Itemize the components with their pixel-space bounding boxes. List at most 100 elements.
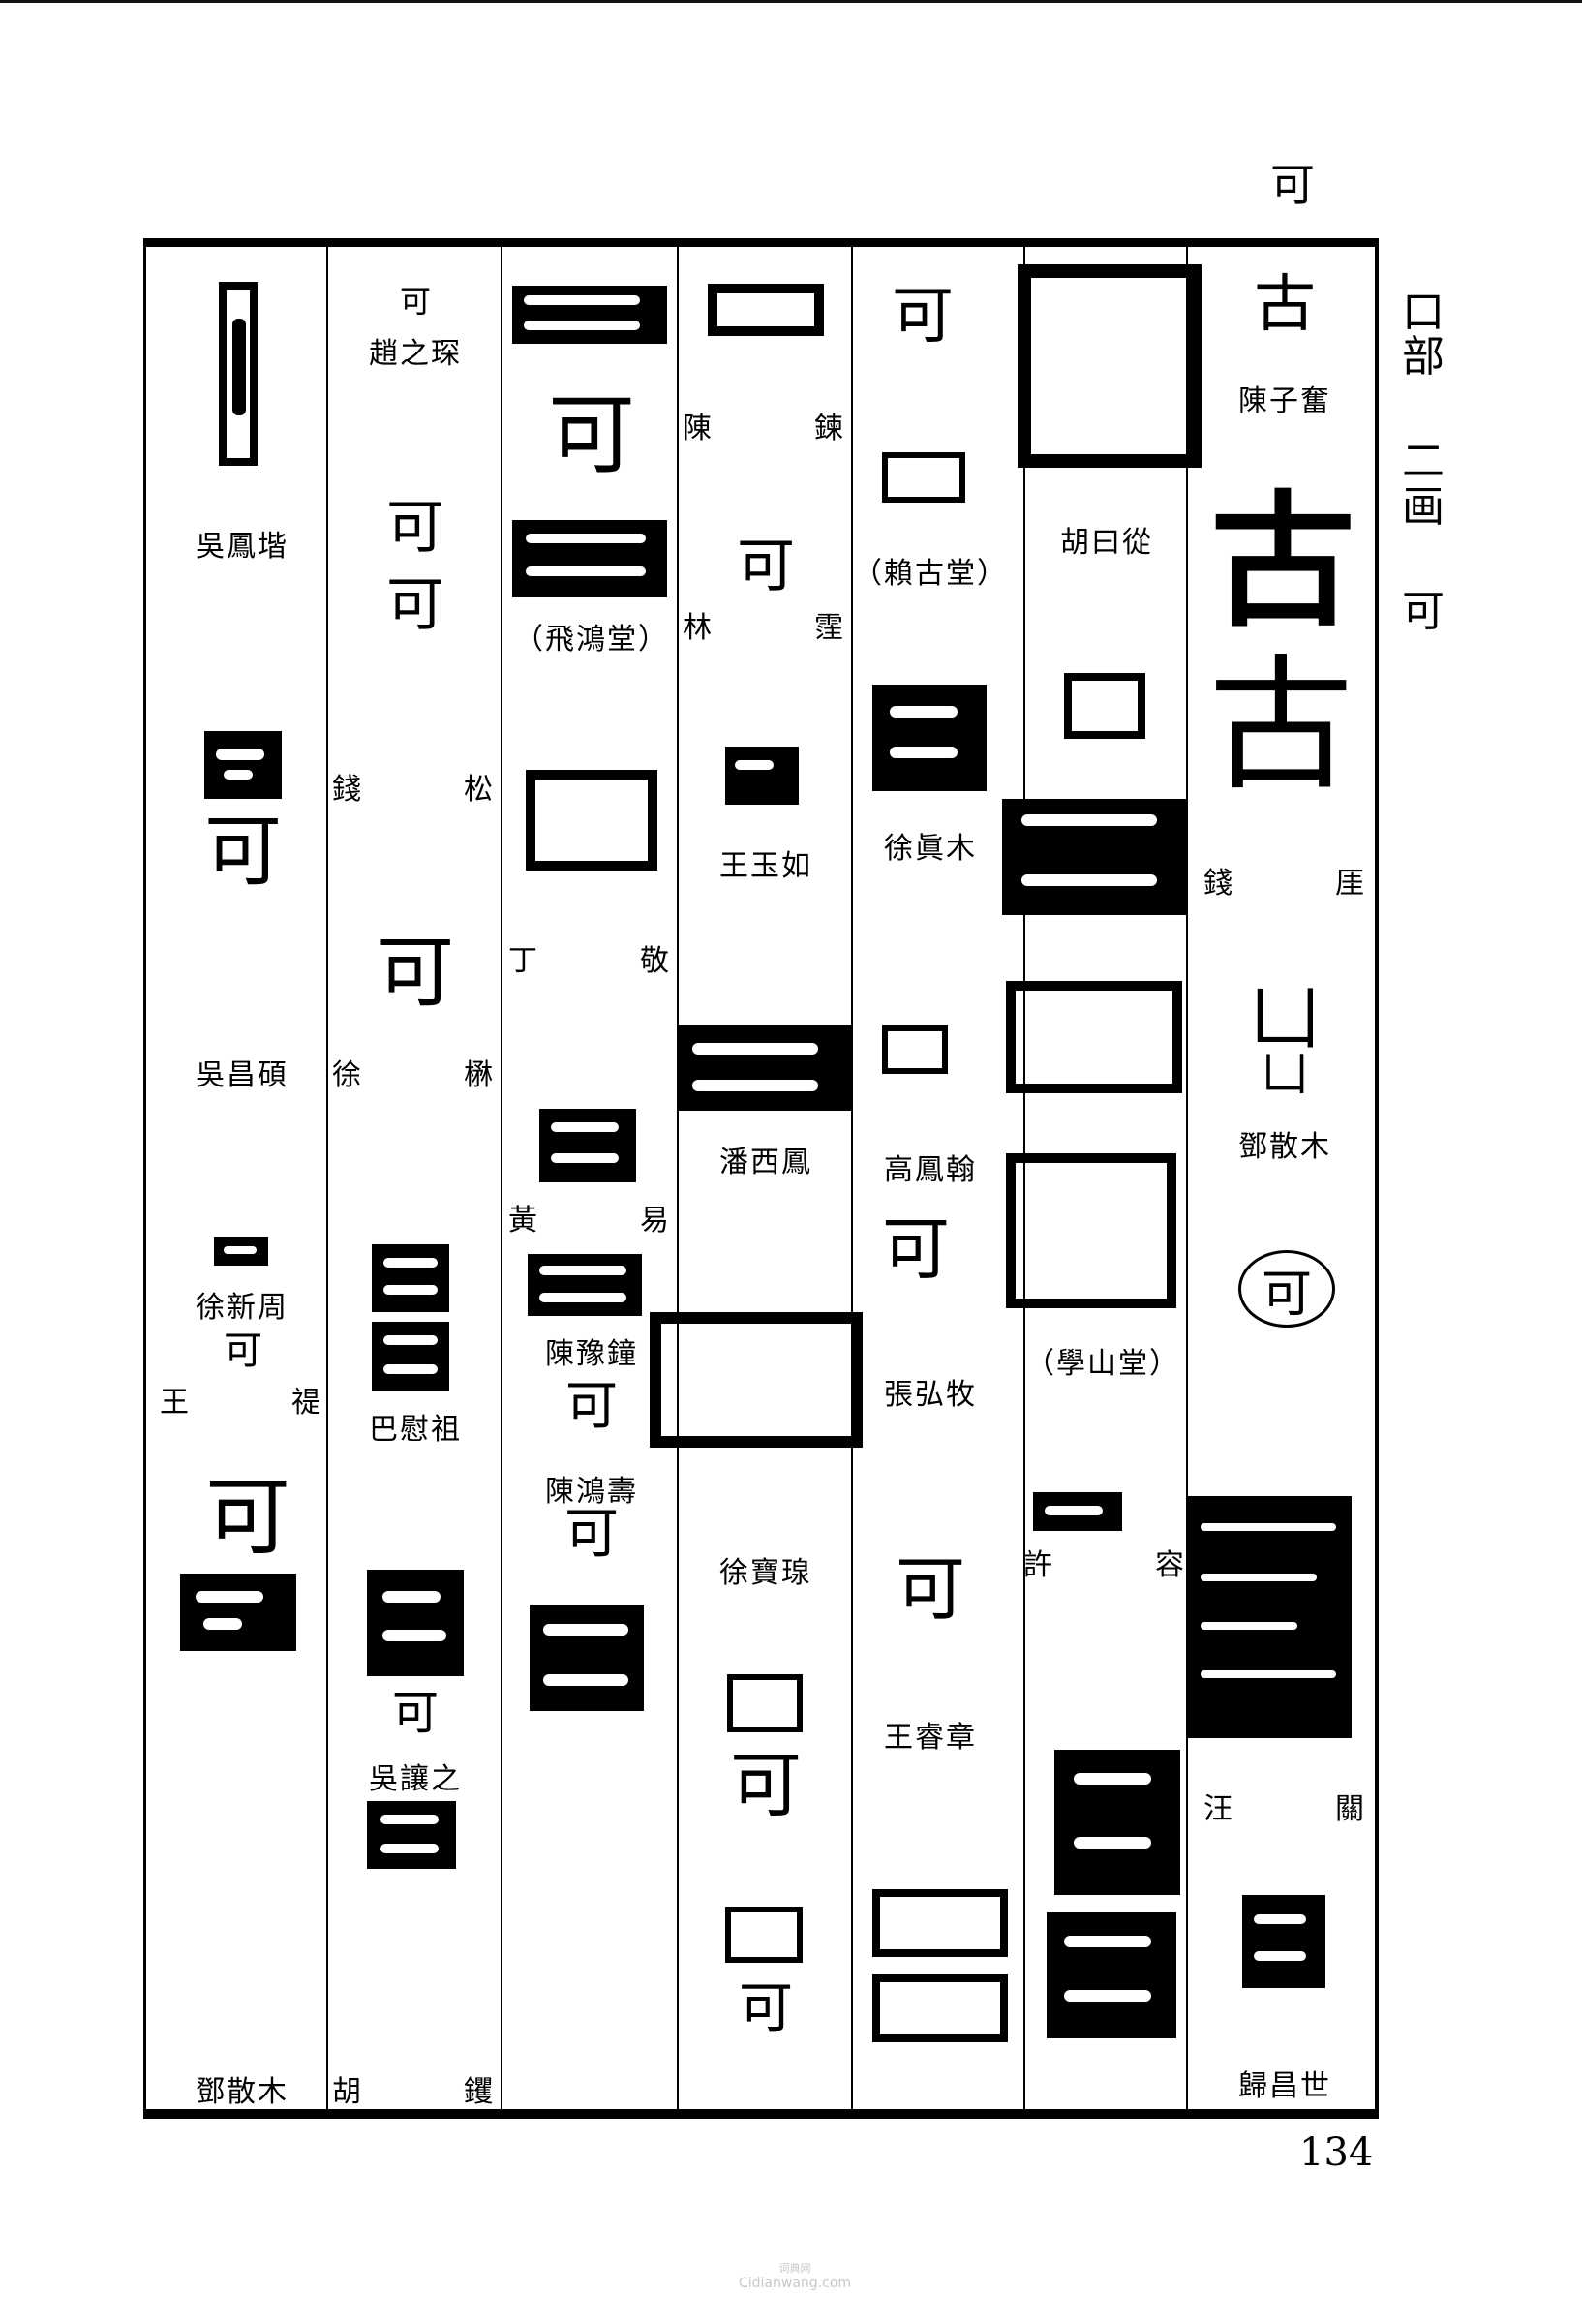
seal-glyph (180, 1574, 296, 1651)
seal-glyph: 古 (1207, 642, 1354, 810)
artist-label: 徐 楙 (332, 1058, 530, 1092)
artist-label: 王玉如 (719, 849, 812, 883)
seal-glyph: 凵 (1261, 1047, 1309, 1101)
seal-glyph (872, 1974, 1008, 2042)
seal-glyph: 可 (564, 1503, 619, 1566)
seal-glyph (526, 770, 657, 871)
seal-glyph: 可 (737, 533, 795, 600)
heading-character: 可 (1270, 159, 1315, 211)
seal-glyph (882, 1025, 948, 1074)
artist-label: 巴慰祖 (369, 1413, 462, 1447)
column-4: 陳 鍊 可 林 霔 王玉如 潘西鳳 徐寶瑔 可 可 (650, 247, 863, 2109)
seal-glyph (1006, 1153, 1176, 1308)
seal-glyph (650, 1312, 863, 1448)
stroke-unit-char: 画 (1402, 481, 1445, 532)
artist-label: （學山堂） (1025, 1347, 1180, 1381)
seal-glyph (1047, 1912, 1176, 2038)
seal-glyph (219, 282, 258, 466)
artist-label: （賴古堂） (853, 557, 1008, 591)
column-2: 胡曰從 （學山堂） 許 容 (1002, 247, 1202, 2109)
seal-glyph: 可 (386, 494, 444, 562)
seal-glyph (512, 520, 667, 597)
artist-label: 胡 钁 (332, 2075, 530, 2109)
artist-label: 錢 松 (332, 773, 530, 807)
artist-label: （飛鴻堂） (514, 623, 669, 657)
side-index: 口 部 二 画 可 (1394, 290, 1452, 634)
artist-label: 汪 關 (1203, 1792, 1401, 1826)
seal-glyph: 可 (730, 1744, 802, 1827)
seal-glyph (727, 1674, 803, 1732)
artist-label: 歸昌世 (1238, 2069, 1331, 2103)
seal-glyph (372, 1244, 449, 1312)
seal-glyph (367, 1570, 464, 1676)
seal-glyph: 可 (882, 1209, 950, 1289)
seal-glyph (1033, 1492, 1122, 1531)
artist-label: 錢 厓 (1203, 867, 1401, 901)
seal-glyph (1242, 1895, 1325, 1988)
seal-glyph (1002, 799, 1186, 915)
seal-glyph: 可 (548, 384, 635, 486)
artist-label: 胡曰從 (1060, 526, 1153, 560)
seal-glyph (512, 286, 667, 344)
seal-glyph: 可 (391, 1686, 440, 1740)
seal-glyph (539, 1109, 636, 1182)
artist-label: 徐眞木 (884, 832, 977, 866)
artist-label: 吳昌碩 (196, 1058, 289, 1092)
artist-label: 鄧散木 (196, 2075, 289, 2109)
seal-glyph (679, 1025, 853, 1111)
seal-glyph (367, 1801, 456, 1869)
seal-glyph: 凵 (1249, 977, 1321, 1058)
seal-glyph: 可 (399, 283, 432, 320)
artist-label: 趙之琛 (369, 337, 462, 371)
watermark: 词典网 Cidianwang.com (722, 2260, 867, 2291)
seal-glyph (725, 747, 799, 805)
entry-char: 可 (1402, 586, 1445, 636)
seal-glyph (1054, 1750, 1180, 1895)
artist-label: 張弘牧 (884, 1378, 977, 1412)
seal-glyph (872, 685, 987, 791)
seal-glyph (204, 731, 282, 799)
seal-variants-table: 吳鳳堦 可 吳昌碩 徐新周 可 王 禔 可 鄧散木 可 趙之琛 可 可 錢 松 … (143, 238, 1379, 2119)
artist-label: 陳子奮 (1238, 384, 1331, 418)
watermark-en: Cidianwang.com (738, 2276, 852, 2291)
seal-glyph (882, 452, 965, 503)
seal-glyph (214, 1237, 268, 1266)
column-6: 可 趙之琛 可 可 錢 松 可 徐 楙 巴慰祖 可 吳讓之 胡 钁 (328, 247, 502, 2109)
seal-glyph (1018, 264, 1202, 468)
artist-label: 潘西鳳 (719, 1146, 812, 1179)
seal-glyph: 可 (565, 1375, 618, 1436)
artist-label: 陳鴻壽 (545, 1475, 638, 1509)
seal-glyph (872, 1889, 1008, 1957)
artist-label: 丁 敬 (508, 944, 706, 978)
watermark-cn: 词典网 (778, 2262, 811, 2275)
artist-label: 高鳳翰 (884, 1153, 977, 1187)
column-5: 可 （飛鴻堂） 丁 敬 黃 易 陳豫鐘 可 陳鴻壽 可 (502, 247, 679, 2109)
artist-label: 許 容 (1023, 1548, 1221, 1582)
artist-label: 黃 易 (508, 1204, 706, 1238)
seal-glyph (372, 1322, 449, 1391)
artist-label: 鄧散木 (1238, 1130, 1331, 1164)
seal-glyph (725, 1907, 803, 1963)
seal-glyph: 可 (895, 1548, 966, 1630)
seal-glyph: 可 (224, 1329, 262, 1373)
seal-glyph: 可 (739, 1977, 793, 2040)
artist-label: 徐寶瑔 (719, 1556, 812, 1590)
seal-glyph (528, 1254, 642, 1316)
scan-top-edge (0, 0, 1582, 3)
seal-glyph (1187, 1496, 1352, 1738)
circled-heading-character: 可 (1238, 1250, 1335, 1328)
seal-glyph: 古 (1254, 269, 1316, 341)
column-7: 吳鳳堦 可 吳昌碩 徐新周 可 王 禔 可 鄧散木 (146, 247, 328, 2109)
artist-label: 王 禔 (160, 1386, 357, 1420)
artist-label: 王睿章 (884, 1721, 977, 1755)
seal-glyph (1006, 981, 1182, 1093)
stroke-count-char: 二 (1402, 437, 1445, 487)
column-3: 可 （賴古堂） 徐眞木 高鳳翰 可 張弘牧 可 王睿章 (853, 247, 1025, 2109)
artist-label: 陳豫鐘 (545, 1337, 638, 1371)
radical-char: 口 (1402, 288, 1445, 337)
artist-label: 吳鳳堦 (196, 530, 289, 564)
seal-glyph (708, 284, 824, 336)
seal-glyph: 可 (386, 571, 444, 639)
seal-glyph: 古 (1209, 476, 1356, 647)
seal-glyph (530, 1605, 644, 1711)
